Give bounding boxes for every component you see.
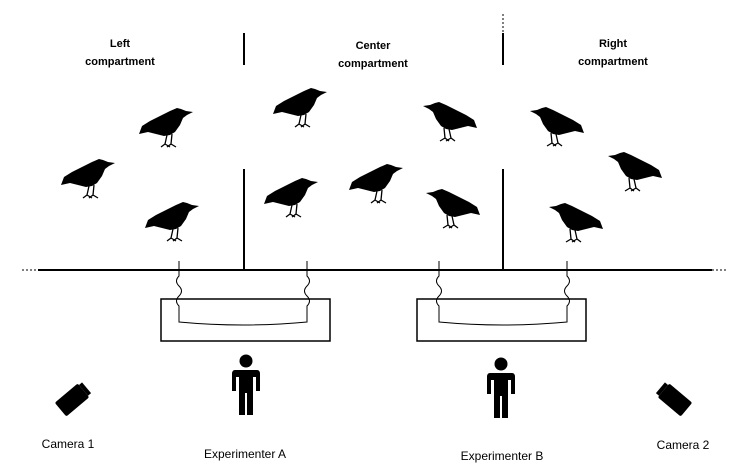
crow-center-2 (423, 102, 477, 141)
camera-1-label: Camera 1 (41, 437, 95, 451)
center-compartment-label: Center compartment (333, 37, 413, 73)
left-compartment-line2: compartment (85, 56, 155, 68)
right-compartment-line1: Right (598, 38, 628, 50)
experimenter-a-figure (232, 354, 260, 415)
crow-left-3 (144, 201, 200, 242)
camera-1-icon (54, 379, 94, 417)
experimenter-b-label: Experimenter B (460, 449, 544, 463)
left-compartment-line1: Left (109, 38, 131, 50)
camera-2-icon (653, 379, 693, 417)
crow-center-4 (348, 163, 404, 204)
camera-2-label: Camera 2 (656, 438, 710, 452)
center-compartment-line1: Center (355, 40, 391, 52)
tray-a-cord (176, 261, 310, 326)
crow-right-1 (530, 107, 584, 146)
crow-right-3 (549, 203, 603, 242)
crow-center-3 (263, 177, 319, 218)
tray-b (416, 298, 587, 342)
tray-a (160, 298, 331, 342)
experimenter-a-label: Experimenter A (203, 447, 287, 461)
right-compartment-line2: compartment (578, 56, 648, 68)
crow-center-1 (272, 87, 328, 128)
crow-left-2 (60, 158, 116, 199)
crow-right-2 (608, 152, 662, 191)
tray-b-cord (436, 261, 570, 326)
right-compartment-label: Right compartment (573, 35, 653, 71)
center-compartment-line2: compartment (338, 58, 408, 70)
left-compartment-label: Left compartment (80, 35, 160, 71)
crow-center-5 (426, 189, 480, 228)
crow-left-1 (138, 107, 194, 148)
experimenter-b-figure (487, 357, 515, 418)
